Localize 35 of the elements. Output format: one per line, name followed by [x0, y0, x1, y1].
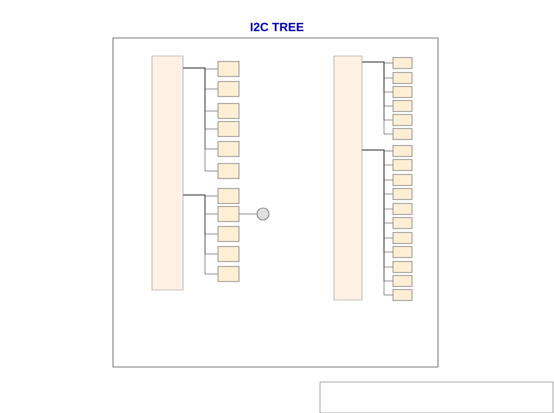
chip-block	[334, 56, 362, 300]
device-box	[218, 206, 240, 222]
device-box	[392, 246, 412, 258]
device-box	[392, 203, 412, 215]
bus-line	[183, 194, 218, 274]
device-box	[392, 289, 412, 301]
device-box	[392, 57, 412, 69]
device-box	[218, 226, 240, 242]
bus-line	[183, 68, 218, 172]
device-box	[392, 100, 412, 112]
device-box	[392, 114, 412, 126]
device-box	[392, 261, 412, 273]
device-box	[218, 141, 240, 157]
device-box	[392, 145, 412, 157]
device-box	[218, 61, 240, 77]
device-box	[392, 217, 412, 229]
device-box	[218, 163, 240, 179]
device-box	[392, 159, 412, 171]
device-box	[392, 128, 412, 140]
device-box	[218, 266, 240, 282]
device-box	[392, 232, 412, 244]
device-box	[218, 121, 240, 137]
title: I2C TREE	[250, 22, 304, 32]
device-box	[392, 174, 412, 186]
device-box	[392, 72, 412, 84]
bus-line	[362, 62, 393, 134]
device-box	[218, 188, 240, 204]
device-box	[218, 246, 240, 262]
device-box	[392, 188, 412, 200]
chip-block	[152, 56, 184, 290]
connector-symbol	[256, 208, 270, 220]
device-box	[392, 86, 412, 98]
device-box	[218, 81, 240, 97]
device-box	[392, 275, 412, 287]
device-box	[218, 103, 240, 119]
